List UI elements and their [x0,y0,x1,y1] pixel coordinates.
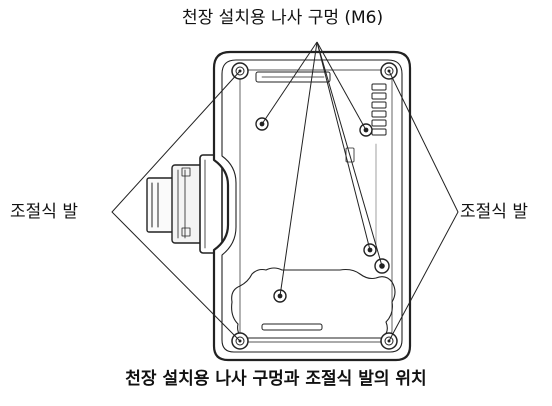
vent-grille [371,83,387,136]
bottom-cover [231,267,396,339]
feet-leaders [111,70,459,342]
projector-body-inner [221,59,403,353]
figure-caption: 천장 설치용 나사 구멍과 조절식 발의 위치 [125,369,427,389]
adjustable-feet-label-right: 조절식 발 [460,202,528,222]
adjustable-feet-label-left: 조절식 발 [10,202,78,222]
projector-body-outer [212,50,412,362]
bottom-slot [261,323,323,331]
ceiling-screw-holes-label: 천장 설치용 나사 구멍 (M6) [182,8,384,28]
screw-hole-leaders [261,41,383,297]
front-bezel [199,154,223,254]
lens-assembly [146,154,223,254]
top-recess [255,71,331,83]
